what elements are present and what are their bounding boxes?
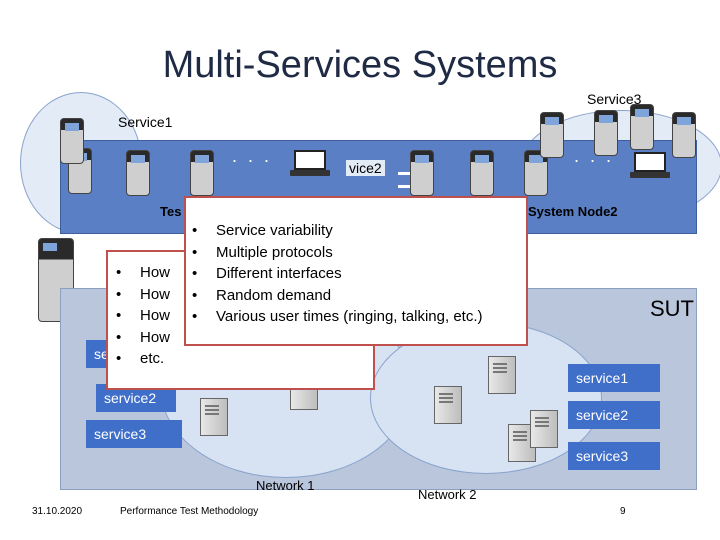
server-icon — [434, 386, 462, 424]
footer-date: 31.10.2020 — [32, 506, 83, 517]
server-icon — [200, 398, 228, 436]
laptop-icon — [630, 152, 670, 180]
list-item: Random demand — [192, 285, 483, 307]
more-dots-icon: . . . — [232, 146, 273, 166]
phone-icon — [60, 118, 84, 164]
laptop-icon — [290, 150, 330, 178]
list-item: How — [116, 284, 170, 306]
list-item: Service variability — [192, 220, 483, 242]
sut-left-tag-3: service3 — [86, 420, 182, 448]
phone-icon — [672, 112, 696, 158]
phone-icon — [126, 150, 150, 196]
phone-icon — [410, 150, 434, 196]
phone-icon — [190, 150, 214, 196]
server-icon — [530, 410, 558, 448]
phone-icon — [630, 104, 654, 150]
sut-label: SUT — [650, 296, 694, 321]
server-icon — [488, 356, 516, 394]
list-item: Multiple protocols — [192, 242, 483, 264]
phone-icon — [540, 112, 564, 158]
sut-right-tag-3: service3 — [568, 442, 660, 470]
footer-title: Performance Test Methodology — [120, 506, 259, 517]
test-node1-label: Tes — [160, 204, 182, 219]
service1-label: Service1 — [118, 114, 173, 130]
list-item: etc. — [116, 348, 170, 370]
service2-label: vice2 — [346, 160, 385, 176]
phone-icon — [594, 110, 618, 156]
footer-page-number: 9 — [620, 506, 626, 517]
features-popup: Service variability Multiple protocols D… — [184, 196, 528, 346]
list-item: How — [116, 305, 170, 327]
sut-right-tag-2: service2 — [568, 401, 660, 429]
service3-label: Service3 — [587, 91, 642, 107]
network1-label: Network 1 — [256, 478, 315, 493]
network2-cloud — [370, 322, 602, 474]
slide-title: Multi-Services Systems — [162, 44, 558, 86]
test-node2-label: t System Node2 — [520, 204, 618, 219]
list-item: Different interfaces — [192, 263, 483, 285]
network2-label: Network 2 — [418, 487, 477, 502]
list-item: How — [116, 262, 170, 284]
list-item: Various user times (ringing, talking, et… — [192, 306, 483, 328]
phone-icon — [470, 150, 494, 196]
list-item: How — [116, 327, 170, 349]
sut-right-tag-1: service1 — [568, 364, 660, 392]
